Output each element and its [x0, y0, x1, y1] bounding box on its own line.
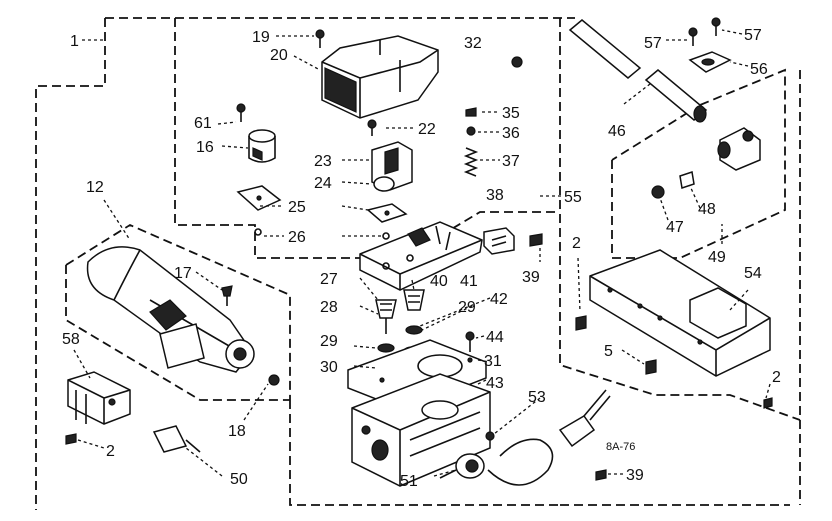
part-58-bracket — [67, 371, 131, 425]
part-53-thermocouple — [485, 389, 611, 486]
part-39-screw-lower — [595, 469, 607, 481]
callout-1: 1 — [70, 33, 79, 50]
callout-54: 54 — [744, 265, 762, 282]
part-49-pilot-assembly — [717, 127, 761, 171]
part-47-48-fittings — [651, 171, 695, 199]
part-50-fitting — [152, 425, 201, 453]
part-32-nut — [511, 56, 523, 68]
callout-36: 36 — [502, 125, 520, 142]
callout-49: 49 — [708, 249, 726, 266]
callout-29-left: 29 — [320, 333, 338, 350]
part-61-screw — [236, 103, 246, 122]
part-54-bracket — [589, 249, 771, 377]
callout-17: 17 — [174, 265, 192, 282]
callout-2-center: 2 — [572, 235, 581, 252]
callout-32: 32 — [464, 35, 482, 52]
leader-lines — [73, 29, 771, 477]
part-18-nut — [268, 374, 280, 386]
part-22-screw — [367, 119, 377, 136]
callout-53: 53 — [528, 389, 546, 406]
callout-18: 18 — [228, 423, 246, 440]
callout-39-lower: 39 — [626, 467, 644, 484]
callout-35: 35 — [502, 105, 520, 122]
part-20-solenoid-cover — [321, 35, 439, 119]
callout-19: 19 — [252, 29, 270, 46]
part-17-screw — [221, 285, 233, 306]
part-51-knob — [439, 453, 485, 479]
callout-51: 51 — [400, 473, 418, 490]
part-23-24-solenoid — [371, 141, 413, 192]
part-valve-top-plate — [359, 221, 483, 291]
callout-61: 61 — [194, 115, 212, 132]
callout-57-left: 57 — [644, 35, 662, 52]
part-2-5-screws-right — [575, 315, 773, 409]
part-2-screw-left — [65, 433, 77, 445]
callout-44: 44 — [486, 329, 504, 346]
callout-39-upper: 39 — [522, 269, 540, 286]
part-19-screw — [315, 29, 325, 48]
callout-16: 16 — [196, 139, 214, 156]
callout-43: 43 — [486, 375, 504, 392]
callout-50: 50 — [230, 471, 248, 488]
part-16-coil — [248, 129, 276, 163]
callout-25: 25 — [288, 199, 306, 216]
callout-42: 42 — [490, 291, 508, 308]
callout-12: 12 — [86, 179, 104, 196]
part-27-28-valve-stem — [375, 299, 397, 334]
callout-23: 23 — [314, 153, 332, 170]
callout-57-right: 57 — [744, 27, 762, 44]
callout-37: 37 — [502, 153, 520, 170]
callout-41: 41 — [460, 273, 478, 290]
callout-55: 55 — [564, 189, 582, 206]
callout-29-right: 29 — [458, 299, 476, 316]
part-40-41-valve-stem — [403, 289, 425, 311]
callout-20: 20 — [270, 47, 288, 64]
callout-26: 26 — [288, 229, 306, 246]
part-44-screw — [465, 331, 475, 352]
callout-2-right: 2 — [772, 369, 781, 386]
callout-48: 48 — [698, 201, 716, 218]
part-31-diaphragm — [347, 339, 487, 411]
callout-27: 27 — [320, 271, 338, 288]
part-43-valve-body — [351, 373, 491, 487]
callout-28: 28 — [320, 299, 338, 316]
part-26-washers — [254, 228, 390, 240]
part-38-39-connector — [483, 227, 543, 255]
callout-5: 5 — [604, 343, 613, 360]
callout-30: 30 — [320, 359, 338, 376]
group-boundaries — [35, 17, 801, 510]
diagram-reference-note: 8A-76 — [606, 441, 635, 453]
callout-56: 56 — [750, 61, 768, 78]
callout-31: 31 — [484, 353, 502, 370]
callout-40: 40 — [430, 273, 448, 290]
callout-24: 24 — [314, 175, 332, 192]
callout-47: 47 — [666, 219, 684, 236]
part-56-57-clamp — [688, 17, 732, 73]
callout-2-left: 2 — [106, 443, 115, 460]
callout-labels: 1 2 2 2 5 12 16 17 18 19 20 22 23 24 25 … — [62, 27, 781, 490]
callout-46: 46 — [608, 123, 626, 140]
part-25-bracket — [236, 185, 408, 223]
callout-22: 22 — [418, 121, 436, 138]
callout-38: 38 — [486, 187, 504, 204]
callout-58: 58 — [62, 331, 80, 348]
part-35-36-37-spring — [463, 107, 479, 177]
part-46-tube — [568, 19, 708, 123]
part-12-burner — [86, 246, 255, 373]
